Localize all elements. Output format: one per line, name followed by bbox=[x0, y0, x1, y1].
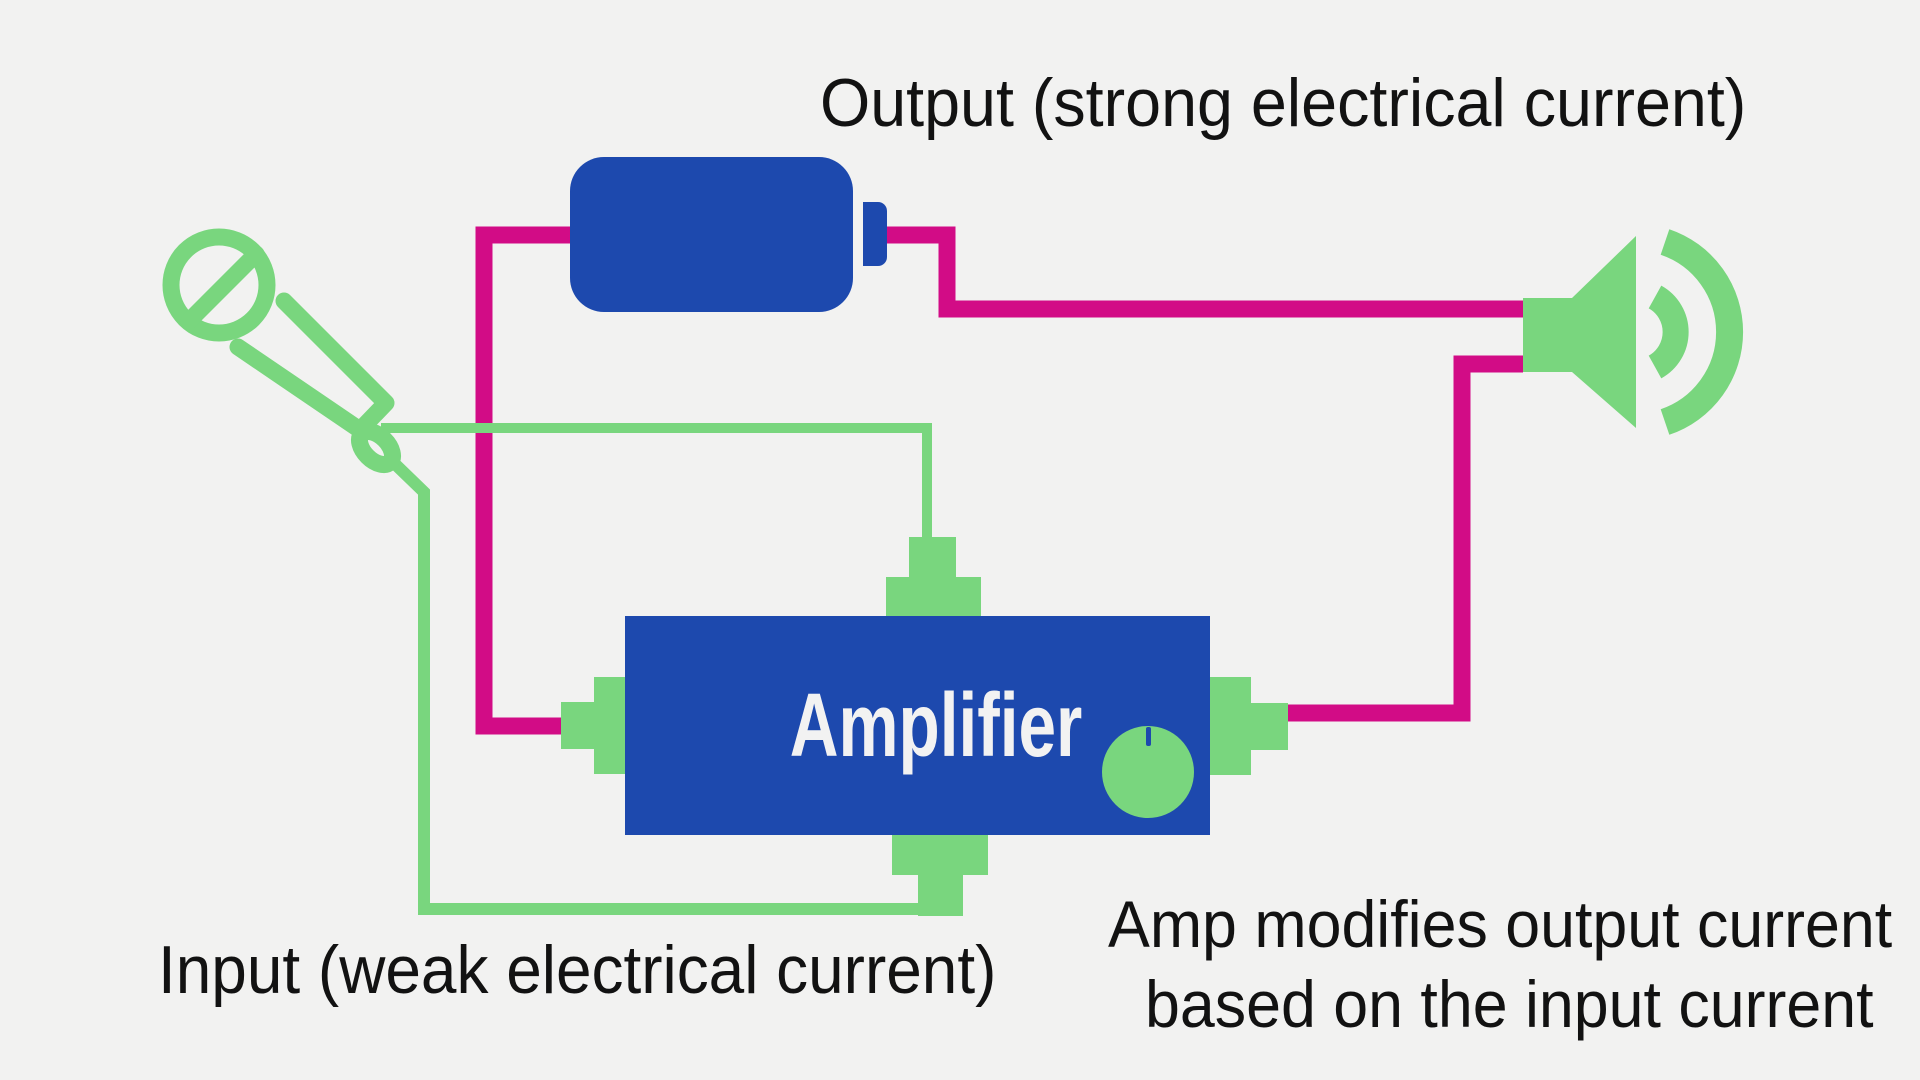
output-label: Output (strong electrical current) bbox=[820, 65, 1747, 141]
speaker-wave-inner bbox=[1648, 285, 1689, 379]
green-wire-mic-to-amp-top bbox=[381, 423, 932, 540]
amp-right-port-base bbox=[1210, 677, 1251, 775]
green-wire-mic-to-amp-bottom bbox=[390, 459, 950, 915]
mic-handle bbox=[229, 292, 395, 439]
speaker-cone bbox=[1523, 236, 1636, 428]
pink-wire-amp-to-speaker bbox=[1285, 355, 1523, 722]
amp-ports bbox=[561, 537, 1288, 916]
amp-top-port bbox=[909, 537, 956, 578]
pink-wire-battery-to-amp-left bbox=[475, 226, 580, 735]
amp-note-line2: based on the input current bbox=[1145, 967, 1874, 1041]
speaker-icon bbox=[1523, 229, 1744, 435]
output-current-wires bbox=[475, 226, 1523, 735]
amp-left-port bbox=[561, 702, 594, 749]
amp-left-port-base bbox=[594, 677, 625, 774]
amp-top-port-base bbox=[886, 577, 981, 617]
speaker-wave-outer bbox=[1660, 229, 1744, 435]
knob-icon bbox=[1102, 726, 1194, 818]
mic-cable-ring bbox=[351, 423, 401, 473]
amplifier-label: Amplifier bbox=[789, 675, 1083, 776]
battery-icon bbox=[570, 157, 853, 312]
input-label: Input (weak electrical current) bbox=[158, 932, 997, 1008]
knob-indicator bbox=[1145, 727, 1151, 746]
input-current-wires bbox=[381, 423, 950, 915]
microphone-icon bbox=[162, 228, 401, 473]
mic-head bbox=[162, 228, 276, 342]
amp-note-line1: Amp modifies output current bbox=[1108, 887, 1893, 961]
amp-bottom-port-base bbox=[892, 835, 988, 875]
amp-right-port bbox=[1251, 703, 1288, 750]
battery-terminal bbox=[863, 202, 887, 266]
pink-wire-battery-to-speaker bbox=[884, 226, 1523, 318]
amp-bottom-port bbox=[918, 875, 963, 916]
mic-grille-slash bbox=[180, 245, 265, 330]
